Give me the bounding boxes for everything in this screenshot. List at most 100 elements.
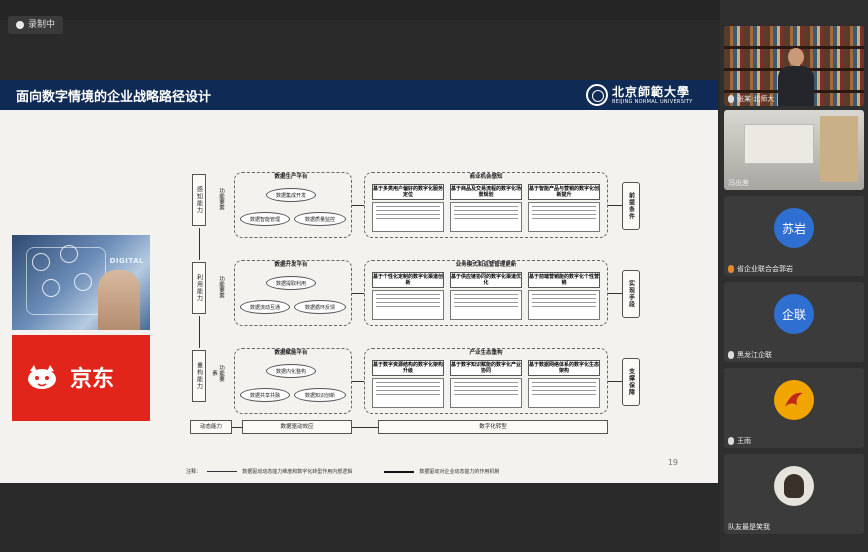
jd-dog-icon: [28, 365, 56, 389]
jd-brand-text: 京东: [70, 367, 115, 392]
label-reconstruction: 重构能力: [192, 350, 206, 402]
participant-tile[interactable]: 企联 黑龙江企联: [724, 282, 864, 362]
participant-tile[interactable]: 冯出差: [724, 110, 864, 190]
platform-title: 数据赋能平台: [274, 350, 308, 356]
page-number: 19: [667, 458, 678, 467]
platform-node: 数据循环反馈: [294, 300, 346, 314]
jd-logo-image: 京东: [12, 335, 150, 421]
platform-box: [234, 260, 352, 326]
diagram-legend: 注释： 数据驱动动态能力维度和数字化转型作用内部逻辑 数据驱动对企业动态能力的作…: [186, 468, 686, 478]
label-perception: 感知能力: [192, 174, 206, 226]
section-cell: 基于数字知识赋能的数字化产业协同: [450, 360, 522, 376]
section-cell: 基于个性化定制的数字化渠道创新: [372, 272, 444, 288]
legend-item: 数据驱动对企业动态能力的作用机制: [419, 469, 500, 475]
func-label: 功能要素: [218, 276, 224, 298]
section-cell: 基于数据网络体系的数字化生态架构: [528, 360, 600, 376]
mic-icon: [728, 351, 734, 359]
platform-node: 数据内化整构: [266, 364, 316, 378]
participant-tile[interactable]: 王雨: [724, 368, 864, 448]
participant-tile[interactable]: 张某·北师大: [724, 26, 864, 106]
digital-transformation-box: 数字化转型: [378, 420, 608, 434]
participant-name: 省企业联合会郭岩: [737, 265, 793, 273]
cell-body: [450, 202, 522, 232]
cell-body: [372, 202, 444, 232]
photo-avatar: [774, 466, 814, 506]
mic-icon: [728, 437, 734, 445]
connector: [608, 205, 622, 206]
platform-title: 数据开发平台: [274, 262, 308, 268]
section-title: 产业生态重构: [469, 350, 503, 356]
slide-header: 面向数字情境的企业战略路径设计 北京師範大學 BEIJING NORMAL UN…: [0, 80, 718, 110]
connector: [608, 293, 622, 294]
connector: [199, 228, 200, 260]
participant-tile[interactable]: 队友最是笑我: [724, 454, 864, 534]
cloud-record-icon: [16, 21, 24, 29]
phoenix-avatar-icon: [774, 380, 814, 420]
university-seal-icon: [586, 84, 608, 106]
platform-title: 数据生产平台: [274, 174, 308, 180]
platform-box: [234, 172, 352, 238]
recording-label: 录制中: [28, 20, 56, 30]
connector: [352, 205, 364, 206]
participant-panel: 张某·北师大 冯出差 苏岩 省企业联合会郭岩 企联 黑龙江企联: [720, 0, 868, 552]
connector: [608, 381, 622, 382]
digital-text: DIGITAL: [109, 257, 144, 265]
recording-indicator[interactable]: 录制中: [8, 16, 64, 34]
legend-prefix: 注释：: [186, 469, 202, 475]
strategy-diagram: 感知能力 利用能力 重构能力 功能要素 功能要素 功能要素 数据生产平台 数据集…: [186, 102, 706, 434]
avatar: 苏岩: [774, 208, 814, 248]
section-cell: 基于数字资源结构的数字化架构升级: [372, 360, 444, 376]
section-title: 商业机会感知: [469, 174, 503, 180]
platform-node: 数据流动互通: [240, 300, 290, 314]
connector: [352, 293, 364, 294]
university-logo: 北京師範大學 BEIJING NORMAL UNIVERSITY: [586, 82, 710, 108]
right-label-means: 实现手段: [622, 270, 640, 318]
mic-icon: [728, 265, 734, 273]
shared-slide: 面向数字情境的企业战略路径设计 北京師範大學 BEIJING NORMAL UN…: [0, 80, 718, 483]
section-cell: 基于智能产品与营销的数字化创新提升: [528, 184, 600, 200]
cell-body: [372, 378, 444, 408]
slide-title: 面向数字情境的企业战略路径设计: [16, 90, 212, 105]
avatar: 企联: [774, 294, 814, 334]
platform-node: 数据提取利用: [266, 276, 316, 290]
func-label: 功能要素: [218, 188, 224, 210]
cell-body: [450, 378, 522, 408]
logo-chinese: 北京師範大學: [612, 84, 691, 99]
participant-name: 队友最是笑我: [728, 523, 770, 531]
section-box: [364, 260, 608, 326]
section-cell: 基于商品及交易流程的数字化场景规划: [450, 184, 522, 200]
section-box: [364, 348, 608, 414]
connector: [352, 427, 378, 428]
platform-node: 数据智能管理: [240, 212, 290, 226]
platform-node: 数据质量监控: [294, 212, 346, 226]
cell-body: [528, 202, 600, 232]
data-drive-box: 数据驱动效应: [242, 420, 352, 434]
platform-box: [234, 348, 352, 414]
participant-name: 王雨: [737, 437, 751, 445]
legend-item: 数据驱动动态能力维度和数字化转型作用内部逻辑: [242, 469, 353, 475]
digital-transformation-image: DIGITAL: [12, 235, 150, 330]
section-cell: 基于供应链协同的数字化渠道优化: [450, 272, 522, 288]
cell-body: [528, 378, 600, 408]
section-title: 业务模式和运营管理更新: [455, 262, 517, 268]
cell-body: [372, 290, 444, 320]
cell-body: [528, 290, 600, 320]
func-label: 功能要素: [211, 364, 224, 382]
participant-tile[interactable]: 苏岩 省企业联合会郭岩: [724, 196, 864, 276]
top-bar: [0, 0, 720, 20]
cell-body: [450, 290, 522, 320]
connector: [232, 427, 242, 428]
section-box: [364, 172, 608, 238]
label-utilization: 利用能力: [192, 262, 206, 314]
participant-name: 张某·北师大: [737, 95, 775, 103]
mic-icon: [728, 95, 734, 103]
platform-node: 数据共享共融: [240, 388, 290, 402]
section-cell: 基于前端营销能的数字化个性营销: [528, 272, 600, 288]
right-label-support: 支撑保障: [622, 358, 640, 406]
platform-node: 数据知识创新: [294, 388, 346, 402]
logo-english: BEIJING NORMAL UNIVERSITY: [612, 98, 693, 105]
participant-name: 冯出差: [728, 179, 749, 187]
connector: [352, 381, 364, 382]
right-label-premise: 前提条件: [622, 182, 640, 230]
